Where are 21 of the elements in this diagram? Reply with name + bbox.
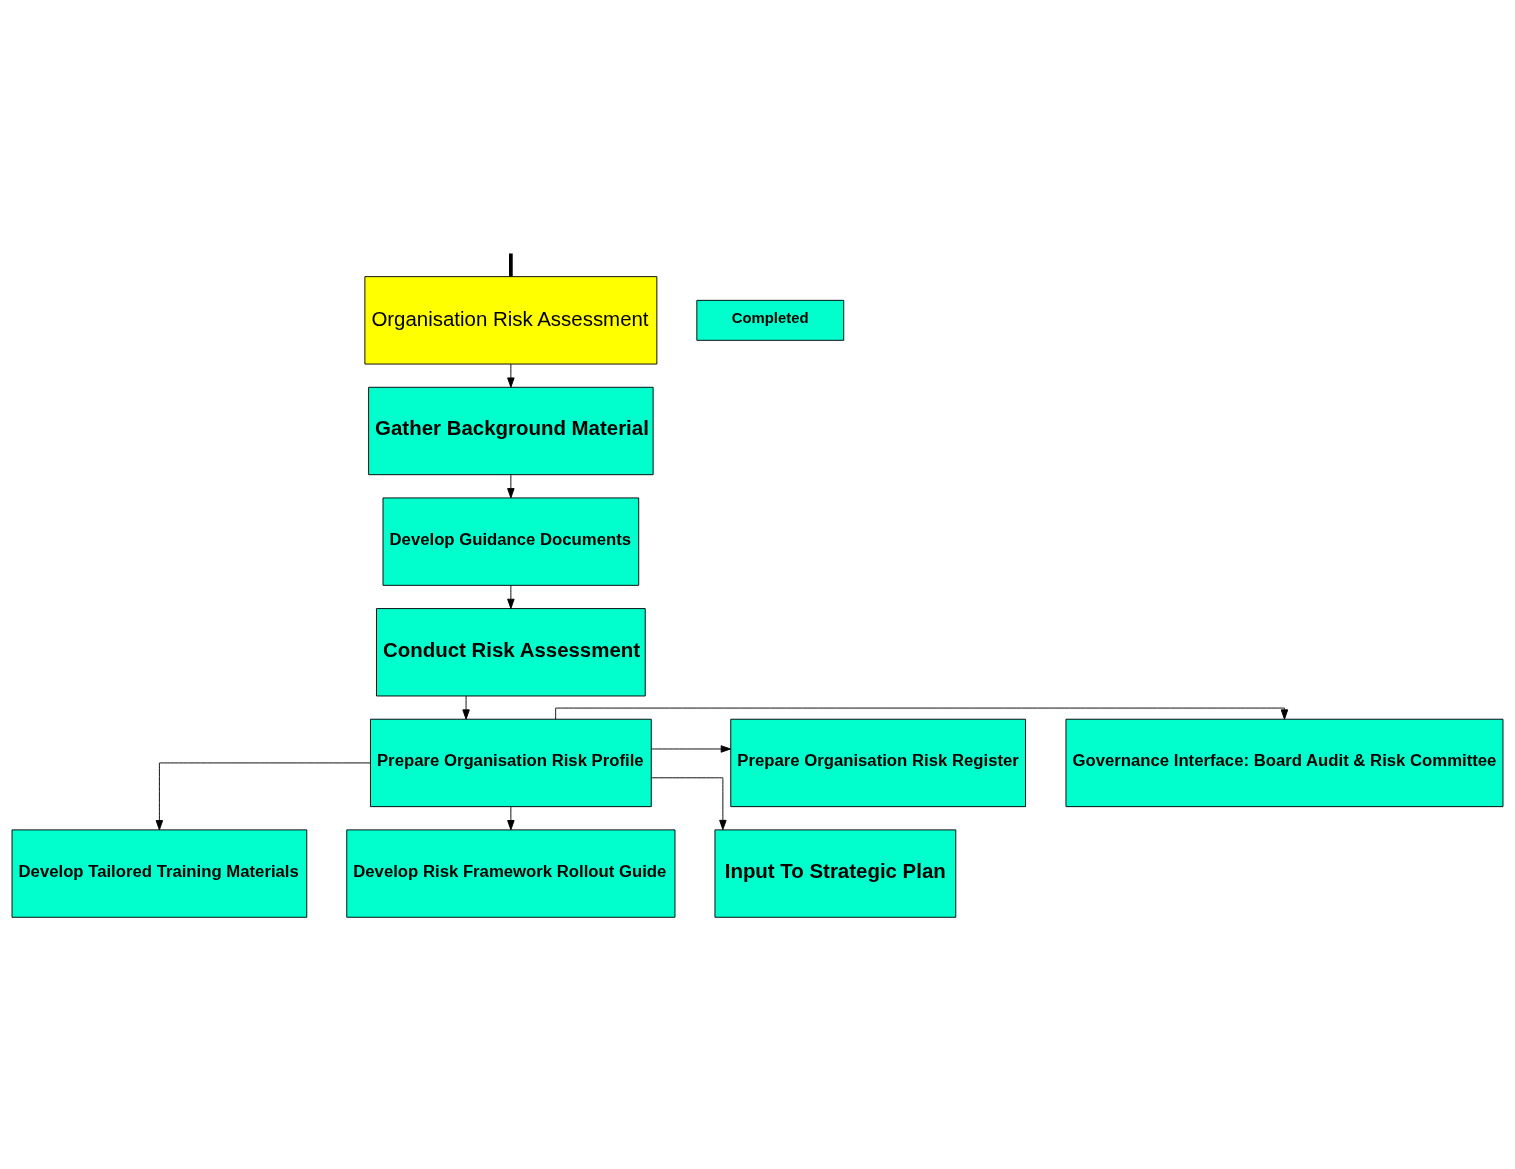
arrow [650,776,727,830]
arrow [507,363,515,388]
node-box: Prepare Organisation Risk Register [730,718,1026,807]
node-box: Prepare Organisation Risk Profile [370,718,652,807]
node-box: Develop Risk Framework Rollout Guide [346,828,676,918]
node-box: Develop Tailored Training Materials [11,828,308,918]
arrow [462,695,470,720]
arrow [155,761,371,830]
connector [509,253,513,276]
node-box: Governance Interface: Board Audit & Risk Committee [1065,718,1504,807]
arrow [555,707,1289,720]
arrow [507,584,515,609]
legend-label: Completed [731,309,809,326]
node-box: Conduct Risk Assessment [376,607,646,696]
arrow [507,805,515,830]
arrow [507,473,515,498]
node-box: Organisation Risk Assessment [364,275,658,364]
arrow [650,744,731,753]
node-box: Gather Background Material [368,386,654,475]
node-box: Input To Strategic Plan [714,828,957,918]
node-box: Develop Guidance Documents [382,496,640,586]
